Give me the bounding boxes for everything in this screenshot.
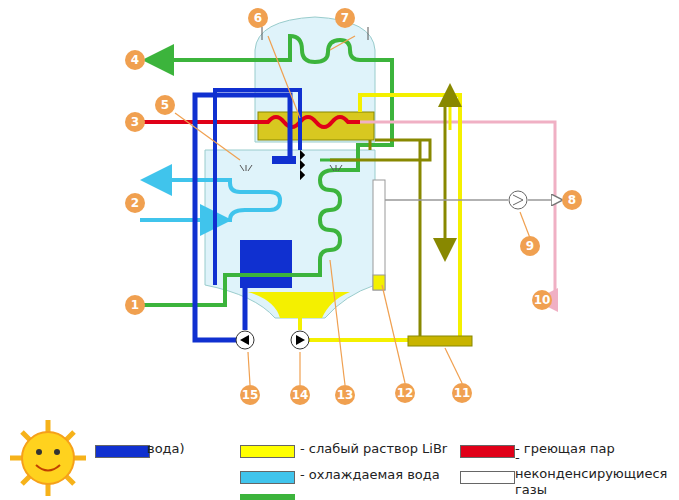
callout-number: 1 [125,295,145,315]
legend-swatch [95,445,150,458]
legend-swatch [240,471,295,484]
legend-swatch [460,471,515,484]
callout-number: 11 [452,383,472,403]
callout-number: 12 [395,383,415,403]
callout-number: 13 [335,385,355,405]
callout-number: 5 [155,95,175,115]
legend-text: - неконденсирующиеся газы [515,450,673,498]
sun-logo [10,420,86,496]
legend-swatch [240,445,295,458]
callout-number: 6 [248,8,268,28]
legend-text: - слабый раствор LiBr [300,441,447,457]
callout-number: 10 [532,290,552,310]
callout-number: 8 [562,190,582,210]
legend-text: вода) [147,441,185,457]
legend-swatch [460,445,515,458]
callout-number: 9 [520,236,540,256]
callout-number: 3 [125,112,145,132]
callout-number: 7 [335,8,355,28]
callout-number: 15 [240,385,260,405]
callout-number: 14 [290,385,310,405]
legend-text: - греющая пар [515,441,615,457]
legend-text: - охлаждаемая вода [300,467,440,483]
callout-number: 2 [125,193,145,213]
callout-number: 4 [125,50,145,70]
